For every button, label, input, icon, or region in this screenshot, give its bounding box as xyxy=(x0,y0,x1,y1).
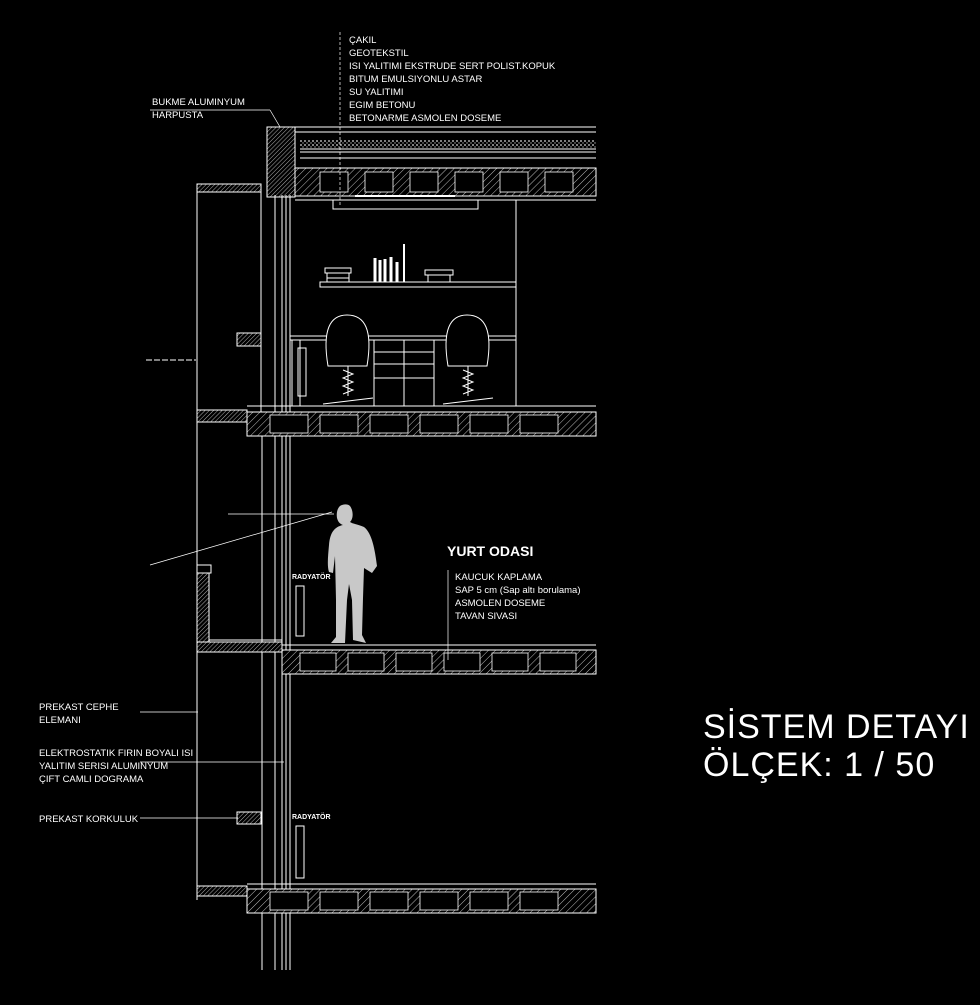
floor-slab-3 xyxy=(246,883,597,914)
parapet-label-line: BUKME ALUMINYUM xyxy=(152,97,245,108)
parapet-label: BUKME ALUMINYUM HARPUSTA xyxy=(152,97,245,121)
roof-layer: BITUM EMULSIYONLU ASTAR xyxy=(349,74,483,85)
floor-layer: TAVAN SIVASI xyxy=(455,611,517,622)
precast-rail-label: PREKAST KORKULUK xyxy=(39,814,139,825)
radiator-label: RADYATÖR xyxy=(292,572,331,581)
floor-layer: ASMOLEN DOSEME xyxy=(455,598,545,609)
furniture xyxy=(289,200,517,407)
roof-layer: ÇAKIL xyxy=(349,35,376,46)
floor-layer: SAP 5 cm (Sap altı borulama) xyxy=(455,585,581,596)
system-title-scale: ÖLÇEK: 1 / 50 xyxy=(703,746,936,784)
radiator-2 xyxy=(295,585,305,637)
floor-layer-list: KAUCUK KAPLAMA SAP 5 cm (Sap altı borula… xyxy=(455,572,581,622)
system-title-line1: SİSTEM DETAYI xyxy=(703,708,970,746)
roof-slab xyxy=(266,126,597,210)
roof-layer-list: ÇAKIL GEOTEKSTIL ISI YALITIMI EKSTRUDE S… xyxy=(349,35,556,124)
roof-layer: ISI YALITIMI EKSTRUDE SERT POLIST.KOPUK xyxy=(349,61,556,72)
floor-slab-2 xyxy=(281,644,597,675)
roof-layer: GEOTEKSTIL xyxy=(349,48,409,59)
facade-labels: PREKAST CEPHE ELEMANI ELEKTROSTATIK FIRI… xyxy=(39,702,193,825)
radiator-label: RADYATÖR xyxy=(292,812,331,821)
human-figure xyxy=(327,504,377,643)
parapet-label-line: HARPUSTA xyxy=(152,110,204,121)
floor-layer: KAUCUK KAPLAMA xyxy=(455,572,543,583)
roof-layer: BETONARME ASMOLEN DOSEME xyxy=(349,113,501,124)
window-frame-label: ÇIFT CAMLI DOGRAMA xyxy=(39,774,144,785)
window-frame-label: ELEKTROSTATIK FIRIN BOYALI ISI xyxy=(39,748,193,759)
roof-layer: SU YALITIMI xyxy=(349,87,404,98)
window-frame-label: YALITIM SERISI ALUMINYUM xyxy=(39,761,168,772)
precast-panel-label: PREKAST CEPHE xyxy=(39,702,119,713)
roof-layer: EGIM BETONU xyxy=(349,100,415,111)
room-title: YURT ODASI xyxy=(447,543,533,559)
radiator-3 xyxy=(295,825,305,879)
leader-lines xyxy=(140,32,449,819)
floor-slab-1 xyxy=(246,405,597,437)
system-title: SİSTEM DETAYI ÖLÇEK: 1 / 50 xyxy=(703,708,970,784)
facade xyxy=(146,183,291,970)
precast-panel-label: ELEMANI xyxy=(39,715,81,726)
